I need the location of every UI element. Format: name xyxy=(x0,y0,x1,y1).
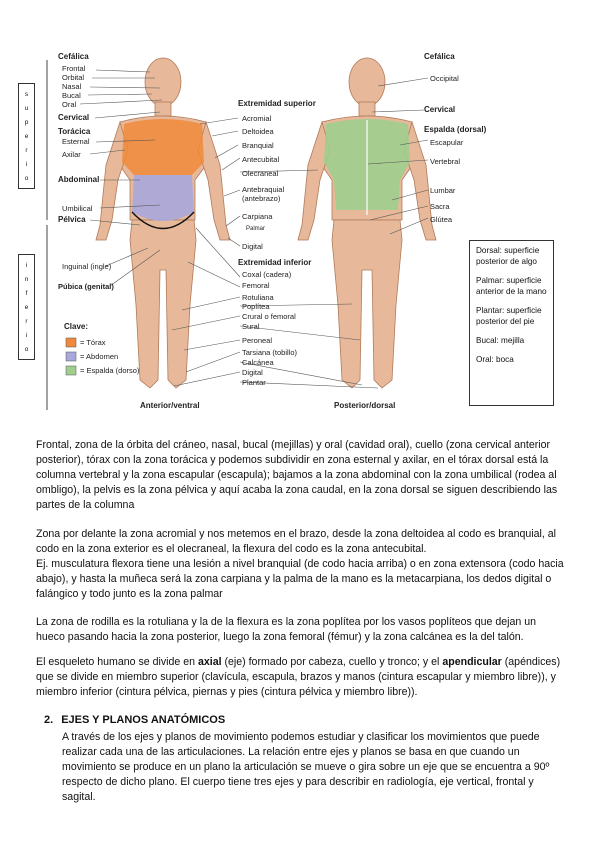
key-title: Clave: xyxy=(64,322,89,331)
posterior-body xyxy=(297,57,437,389)
definitions-box: Dorsal: superficie posterior de algo Pal… xyxy=(469,240,554,406)
paragraph-4: El esqueleto humano se divide en axial (… xyxy=(36,656,561,698)
label-lumbar: Lumbar xyxy=(430,186,456,195)
label-poplitea: Poplítea xyxy=(242,302,270,311)
paragraph-1: Frontal, zona de la órbita del cráneo, n… xyxy=(36,439,558,511)
body-regions-figure xyxy=(46,57,437,410)
label-antecubital: Antecubital xyxy=(242,155,280,164)
paragraph-5: A través de los ejes y planos de movimie… xyxy=(62,731,550,803)
label-extremidad-inferior: Extremidad inferior xyxy=(238,258,312,267)
label-tarsiana: Tarsiana (tobillo) xyxy=(242,348,298,357)
label-cefalica-posterior: Cefálica xyxy=(424,52,455,61)
definition-dorsal: Dorsal: superficie posterior de algo xyxy=(476,246,540,266)
thorax-region xyxy=(122,119,204,175)
label-cervical-posterior: Cervical xyxy=(424,105,456,114)
label-cervical: Cervical xyxy=(58,113,90,122)
label-deltoidea: Deltoidea xyxy=(242,127,274,136)
caption-anterior: Anterior/ventral xyxy=(140,401,200,410)
label-glutea: Glútea xyxy=(430,215,453,224)
key-abdomen: = Abdomen xyxy=(80,352,119,361)
caption-posterior: Posterior/dorsal xyxy=(334,401,396,410)
definition-palmar: Palmar: superficie anterior de la mano xyxy=(476,276,547,296)
label-digital: Digital xyxy=(242,242,263,251)
label-axilar: Axilar xyxy=(62,150,81,159)
label-acromial: Acromial xyxy=(242,114,272,123)
label-coxal: Coxal (cadera) xyxy=(242,270,292,279)
label-cefalica: Cefálica xyxy=(58,52,89,61)
label-toracica: Torácica xyxy=(58,127,91,136)
label-plantar: Plantar xyxy=(242,378,266,387)
key-thorax: = Tórax xyxy=(80,338,106,347)
label-umbilical: Umbilical xyxy=(62,204,93,213)
label-nasal: Nasal xyxy=(62,82,82,91)
definition-bucal: Bucal: mejilla xyxy=(476,336,525,345)
label-calcanea: Calcánea xyxy=(242,358,274,367)
label-frontal: Frontal xyxy=(62,64,86,73)
label-palmar: Palmar xyxy=(246,226,266,232)
label-rotuliana: Rotuliana xyxy=(242,293,274,302)
label-sural: Sural xyxy=(242,322,260,331)
label-peroneal: Peroneal xyxy=(242,336,273,345)
label-oral: Oral xyxy=(62,100,77,109)
label-orbital: Orbital xyxy=(62,73,85,82)
label-abdominal: Abdominal xyxy=(58,175,100,184)
label-branquial: Branquial xyxy=(242,141,274,150)
label-vertebral: Vertebral xyxy=(430,157,461,166)
label-pubica: Púbica (genital) xyxy=(58,282,114,291)
label-pelvica: Pélvica xyxy=(58,215,86,224)
label-digital-pie: Digital xyxy=(242,368,263,377)
label-sacra: Sacra xyxy=(430,202,450,211)
label-escapular: Escapular xyxy=(430,138,464,147)
paragraph-2b: Ej. musculatura flexora tiene una lesión… xyxy=(36,558,564,600)
abdomen-region xyxy=(132,175,194,221)
label-carpiana: Carpiana xyxy=(242,212,273,221)
label-bucal: Bucal xyxy=(62,91,81,100)
key-back: = Espalda (dorso) xyxy=(80,366,140,375)
label-olecraneal: Olecraneal xyxy=(242,169,279,178)
section-heading: 2.EJES Y PLANOS ANATÓMICOS xyxy=(44,714,226,726)
label-esternal: Esternal xyxy=(62,137,90,146)
label-antebraquial: Antebraquial xyxy=(242,185,285,194)
label-femoral: Femoral xyxy=(242,281,270,290)
definition-oral: Oral: boca xyxy=(476,355,514,364)
label-espalda: Espalda (dorsal) xyxy=(424,125,487,134)
paragraph-2: Zona por delante la zona acromial y nos … xyxy=(36,528,557,555)
anterior-body xyxy=(95,57,231,389)
label-crural: Crural o femoral xyxy=(242,312,296,321)
label-antebrazo: (antebrazo) xyxy=(242,194,281,203)
paragraph-3: La zona de rodilla es la rotuliana y la … xyxy=(36,616,537,643)
label-extremidad-superior: Extremidad superior xyxy=(238,99,316,108)
label-inguinal: Inguinal (ingle) xyxy=(62,262,112,271)
label-occipital: Occipital xyxy=(430,74,459,83)
definition-plantar: Plantar: superficie posterior del pie xyxy=(476,306,542,326)
